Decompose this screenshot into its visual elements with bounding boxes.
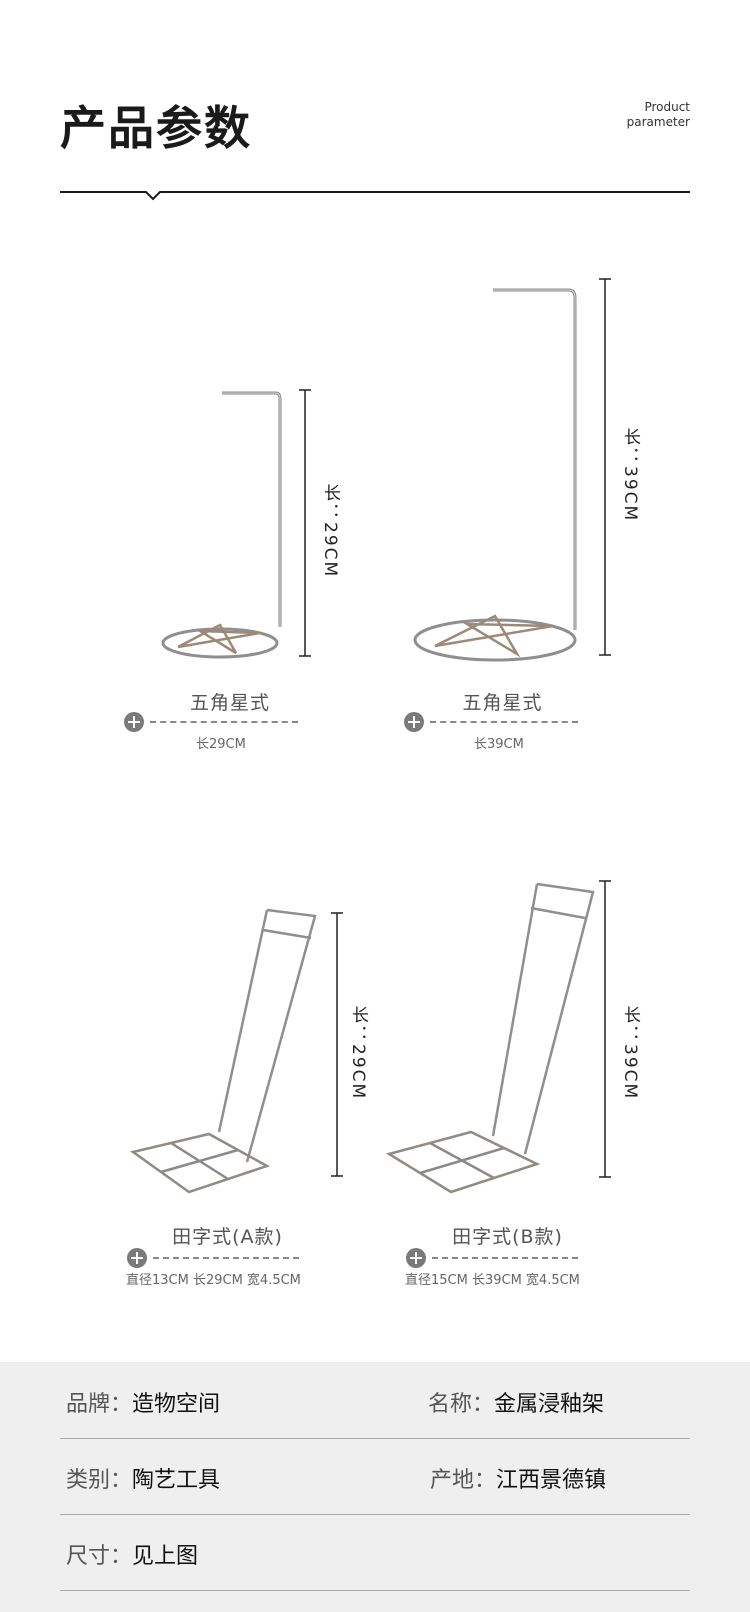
dimension-label-4: 长：39CM xyxy=(620,1006,640,1101)
product-spec-3: 直径13CM 长29CM 宽4.5CM xyxy=(126,1273,301,1288)
dashed-separator xyxy=(153,1257,299,1259)
size-field: 尺寸：见上图 xyxy=(66,1538,198,1570)
subtitle-line-1: Product xyxy=(644,100,690,114)
dashed-separator xyxy=(430,721,578,723)
brand-label: 品牌： xyxy=(66,1392,133,1417)
size-value: 见上图 xyxy=(132,1544,199,1569)
dimension-label-3: 长：29CM xyxy=(348,1006,368,1101)
dimension-line-1 xyxy=(299,389,311,657)
origin-label: 产地： xyxy=(430,1468,497,1493)
product-spec-2: 长39CM xyxy=(474,737,524,752)
origin-value: 江西景德镇 xyxy=(496,1468,607,1493)
product-spec-4: 直径15CM 长39CM 宽4.5CM xyxy=(405,1273,580,1288)
header-divider xyxy=(60,191,690,201)
dimension-line-2 xyxy=(599,278,611,656)
grid-stand-a-image xyxy=(130,908,317,1194)
product-spec-1: 长29CM xyxy=(196,737,246,752)
product-name-1: 五角星式 xyxy=(189,692,270,714)
star-stand-small-image xyxy=(161,391,282,659)
page-title: 产品参数 xyxy=(60,101,252,155)
product-name-2: 五角星式 xyxy=(462,692,543,714)
plus-icon xyxy=(406,1248,426,1268)
plus-icon xyxy=(404,712,424,732)
subtitle-line-2: parameter xyxy=(626,115,690,129)
product-name-4: 田字式(B款) xyxy=(452,1226,563,1248)
dimension-label-2: 长：39CM xyxy=(620,428,640,523)
name-value: 金属浸釉架 xyxy=(494,1392,605,1417)
product-name-3: 田字式(A款) xyxy=(172,1226,283,1248)
category-field: 类别：陶艺工具 xyxy=(66,1462,220,1494)
product-info-panel: 品牌：造物空间 名称：金属浸釉架 类别：陶艺工具 产地：江西景德镇 尺寸：见上图 xyxy=(0,1362,750,1612)
dashed-separator xyxy=(150,721,298,723)
dashed-separator xyxy=(432,1257,578,1259)
info-row-1: 品牌：造物空间 名称：金属浸釉架 xyxy=(60,1362,690,1439)
info-row-2: 类别：陶艺工具 产地：江西景德镇 xyxy=(60,1438,690,1515)
size-label: 尺寸： xyxy=(66,1544,133,1569)
name-label: 名称： xyxy=(428,1392,495,1417)
category-label: 类别： xyxy=(66,1468,133,1493)
dimension-line-4 xyxy=(599,880,611,1178)
info-row-3: 尺寸：见上图 xyxy=(60,1514,690,1591)
category-value: 陶艺工具 xyxy=(132,1468,221,1493)
brand-field: 品牌：造物空间 xyxy=(66,1386,220,1418)
dimension-line-3 xyxy=(331,912,343,1177)
name-field: 名称：金属浸釉架 xyxy=(428,1386,604,1418)
plus-icon xyxy=(127,1248,147,1268)
star-stand-large-image xyxy=(413,288,577,662)
page-subtitle: Product parameter xyxy=(627,100,690,130)
origin-field: 产地：江西景德镇 xyxy=(430,1462,606,1494)
plus-icon xyxy=(124,712,144,732)
brand-value: 造物空间 xyxy=(132,1392,221,1417)
grid-stand-b-image xyxy=(385,882,595,1194)
dimension-label-1: 长：29CM xyxy=(320,484,340,579)
